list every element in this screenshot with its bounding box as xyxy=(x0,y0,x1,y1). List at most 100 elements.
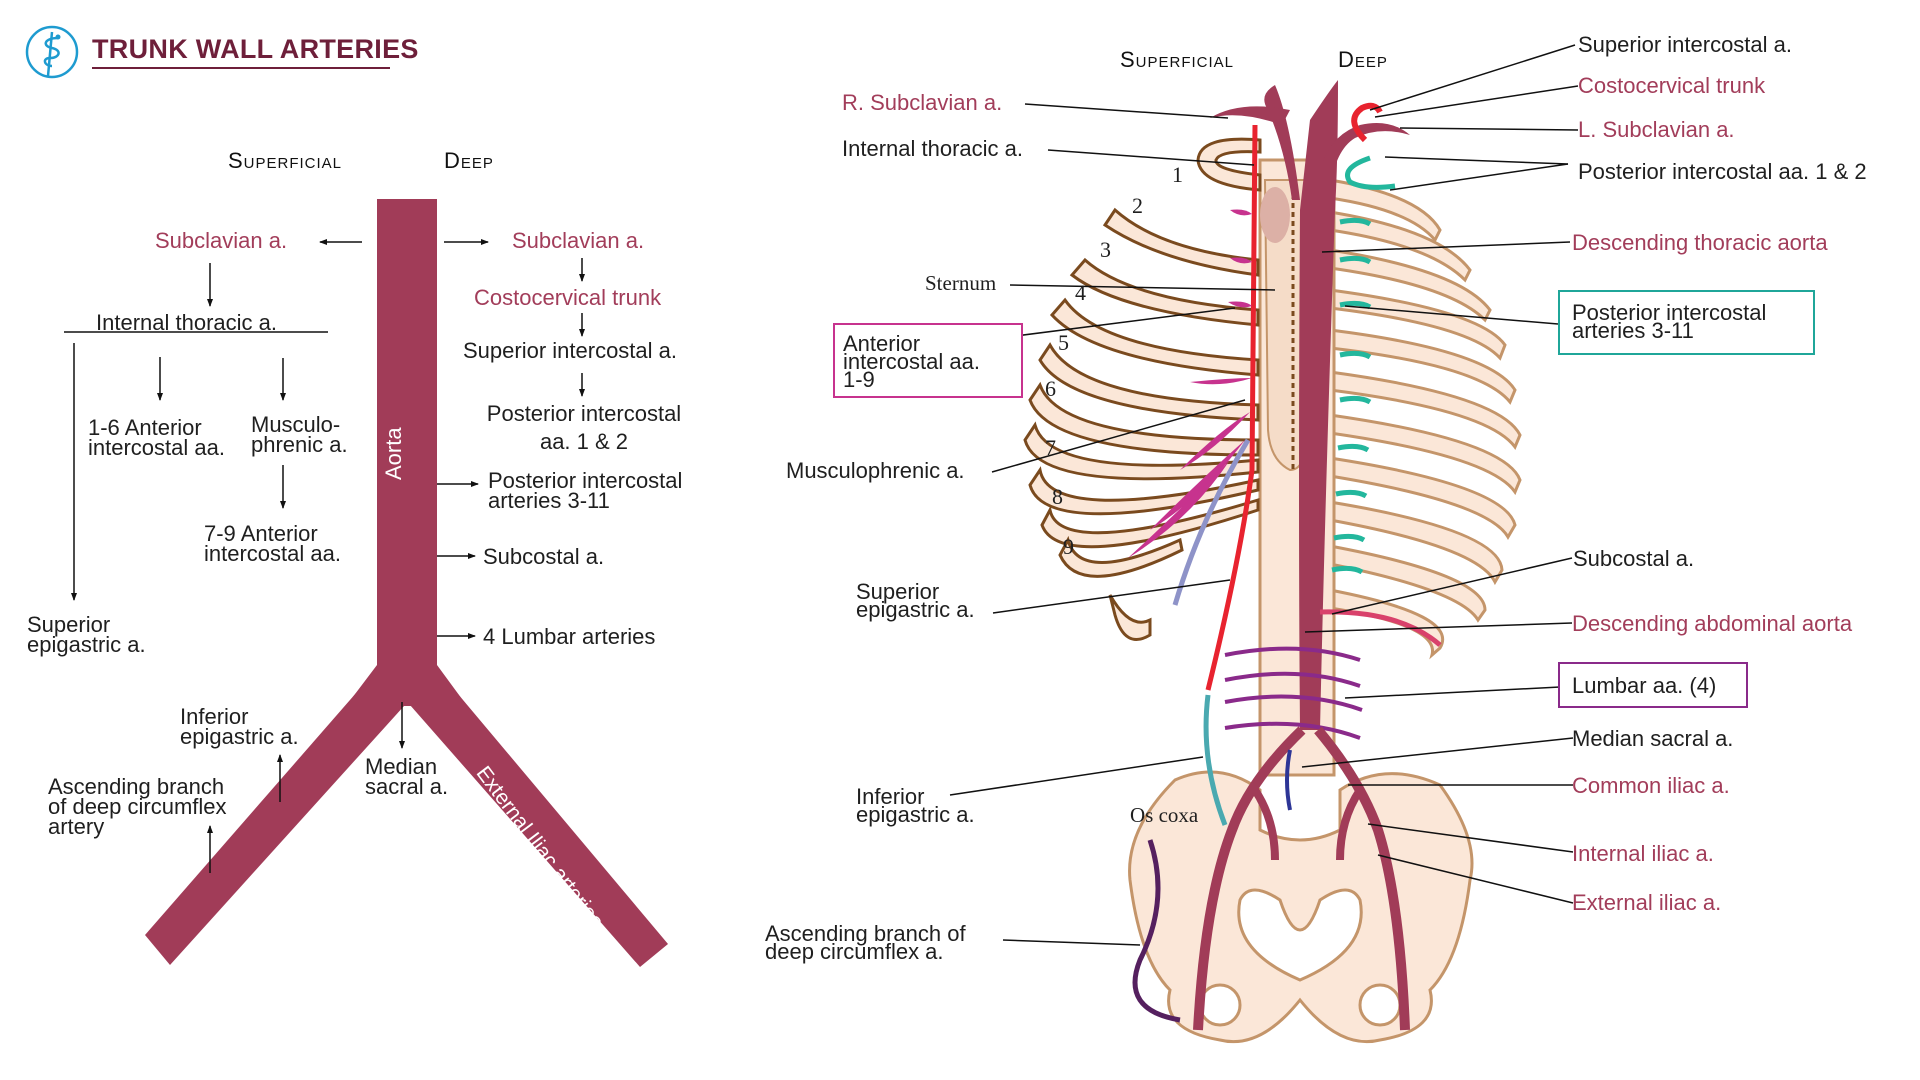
label-line: 1-6 Anterior xyxy=(88,415,202,440)
label-line: 1-9 xyxy=(843,367,875,392)
label-line: epigastric a. xyxy=(180,724,299,749)
label-line: Inferior xyxy=(180,704,249,729)
left-superficial-subclavian: Subclavian a. xyxy=(155,228,288,253)
left-posterior-1-2: Posterior intercostal aa. 1 & 2 xyxy=(472,400,696,456)
label-line: Posterior intercostal xyxy=(488,468,683,493)
rib-number: 2 xyxy=(1132,193,1143,218)
label-line: artery xyxy=(48,814,105,839)
l-subclavian-artery xyxy=(1320,122,1410,190)
internal-iliac-left xyxy=(1251,787,1279,861)
lumbar-box: Lumbar aa. (4) xyxy=(1558,662,1748,708)
leader-lines xyxy=(944,44,1579,946)
descending-aorta xyxy=(1299,80,1338,730)
left-inferior-epigastric: Inferior epigastric a. xyxy=(180,704,299,749)
musculophrenic-artery xyxy=(1172,438,1251,606)
label-line: intercostal aa. xyxy=(88,435,225,460)
descending-abdominal-label: Descending abdominal aorta xyxy=(1572,611,1853,636)
r-subclavian-artery xyxy=(1210,106,1290,125)
left-header-deep: Deep xyxy=(444,148,494,173)
inferior-epigastric-artery xyxy=(1203,694,1228,826)
posterior-ribs xyxy=(1328,178,1522,660)
label-line: Posterior intercostal xyxy=(486,401,682,426)
common-iliac-right xyxy=(1314,726,1410,1031)
rib-number: 3 xyxy=(1100,237,1111,262)
left-internal-thoracic: Internal thoracic a. xyxy=(96,310,277,335)
posterior-3-11-box: Posterior intercostal arteries 3-11 xyxy=(1558,290,1815,355)
title-underline xyxy=(92,67,390,69)
rib-number: 5 xyxy=(1058,330,1069,355)
internal-thoracic-label: Internal thoracic a. xyxy=(842,136,1023,161)
left-superior-intercostal: Superior intercostal a. xyxy=(463,338,677,363)
anterior-intercostal-arteries xyxy=(1128,209,1252,558)
right-header-superficial: Superficial xyxy=(1120,47,1235,72)
common-iliac-label: Common iliac a. xyxy=(1572,773,1730,798)
l-subclavian-label: L. Subclavian a. xyxy=(1578,117,1735,142)
common-iliac-left xyxy=(1193,726,1306,1031)
label-line: Ascending branch of xyxy=(765,921,966,946)
right-header-deep: Deep xyxy=(1338,47,1388,72)
page-title: TRUNK WALL ARTERIES xyxy=(92,34,419,64)
left-musculophrenic: Musculo- phrenic a. xyxy=(251,412,348,457)
label-line: intercostal aa. xyxy=(204,541,341,566)
label-line: sacral a. xyxy=(365,774,449,799)
costocervical-label: Costocervical trunk xyxy=(1578,73,1766,98)
label-line: phrenic a. xyxy=(251,432,348,457)
rib-number: 1 xyxy=(1172,162,1183,187)
label-line: Ascending branch xyxy=(48,774,225,799)
left-median-sacral: Median sacral a. xyxy=(365,754,449,799)
label-line: deep circumflex a. xyxy=(765,939,944,964)
pelvis-shape xyxy=(1128,770,1474,1044)
rib-number: 7 xyxy=(1045,435,1056,460)
r-subclavian-label: R. Subclavian a. xyxy=(842,90,1003,115)
left-posterior-3-11: Posterior intercostal arteries 3-11 xyxy=(488,468,683,513)
musculophrenic-label: Musculophrenic a. xyxy=(786,458,965,483)
label-line: arteries 3-11 xyxy=(1572,318,1694,343)
anterior-intercostal-label: Anterior intercostal aa. 1-9 xyxy=(843,331,980,392)
aorta-trunk-shape xyxy=(377,199,437,669)
internal-thoracic-artery xyxy=(1205,124,1258,691)
posterior-1-2-label: Posterior intercostal aa. 1 & 2 xyxy=(1578,159,1867,184)
deep-circumflex-artery xyxy=(1132,839,1181,1023)
left-costocervical: Costocervical trunk xyxy=(474,285,662,310)
left-header-superficial: Superficial xyxy=(228,148,343,173)
label-line: Musculo- xyxy=(251,412,341,437)
sternum-label: Sternum xyxy=(925,271,997,295)
lumbar-label: Lumbar aa. (4) xyxy=(1572,673,1717,698)
superior-epigastric-label: Superior epigastric a. xyxy=(856,579,975,622)
posterior-3-11-label: Posterior intercostal arteries 3-11 xyxy=(1572,300,1767,343)
label-line: Posterior intercostal xyxy=(1572,300,1767,325)
superior-intercostal-label: Superior intercostal a. xyxy=(1578,32,1792,57)
posterior-intercostal-arteries xyxy=(1331,155,1396,575)
label-line: epigastric a. xyxy=(856,597,975,622)
left-deep-subclavian: Subclavian a. xyxy=(512,228,645,253)
left-anterior-7-9: 7-9 Anterior intercostal aa. xyxy=(204,521,341,566)
label-line: Anterior xyxy=(843,331,921,356)
rib-number: 9 xyxy=(1063,534,1074,559)
descending-thoracic-label: Descending thoracic aorta xyxy=(1572,230,1828,255)
right-iliac-shape xyxy=(410,669,668,967)
anterior-intercostal-box: Anterior intercostal aa. 1-9 xyxy=(833,323,1023,398)
left-subcostal: Subcostal a. xyxy=(483,544,605,569)
lumbar-arteries xyxy=(1224,646,1363,740)
left-ascending-branch: Ascending branch of deep circumflex arte… xyxy=(48,774,227,839)
subcostal-label: Subcostal a. xyxy=(1573,546,1695,571)
left-lumbar: 4 Lumbar arteries xyxy=(483,624,656,649)
median-sacral-label: Median sacral a. xyxy=(1572,726,1734,751)
label-line: 7-9 Anterior xyxy=(204,521,318,546)
left-anterior-1-6: 1-6 Anterior intercostal aa. xyxy=(88,415,225,460)
internal-iliac-right xyxy=(1336,787,1364,861)
os-coxa-label: Os coxa xyxy=(1130,803,1199,827)
inferior-epigastric-label: Inferior epigastric a. xyxy=(856,786,975,826)
label-line: intercostal aa. xyxy=(843,349,980,374)
rib-number: 8 xyxy=(1052,484,1063,509)
rib-number: 6 xyxy=(1045,376,1056,401)
internal-iliac-label: Internal iliac a. xyxy=(1572,841,1714,866)
anterior-ribs xyxy=(1023,137,1262,641)
label-line: of deep circumflex xyxy=(48,794,227,819)
label-line: Median xyxy=(365,754,438,779)
label-line: arteries 3-11 xyxy=(488,488,610,513)
costocervical-trunk xyxy=(1351,102,1383,143)
label-line: Superior xyxy=(856,579,940,604)
